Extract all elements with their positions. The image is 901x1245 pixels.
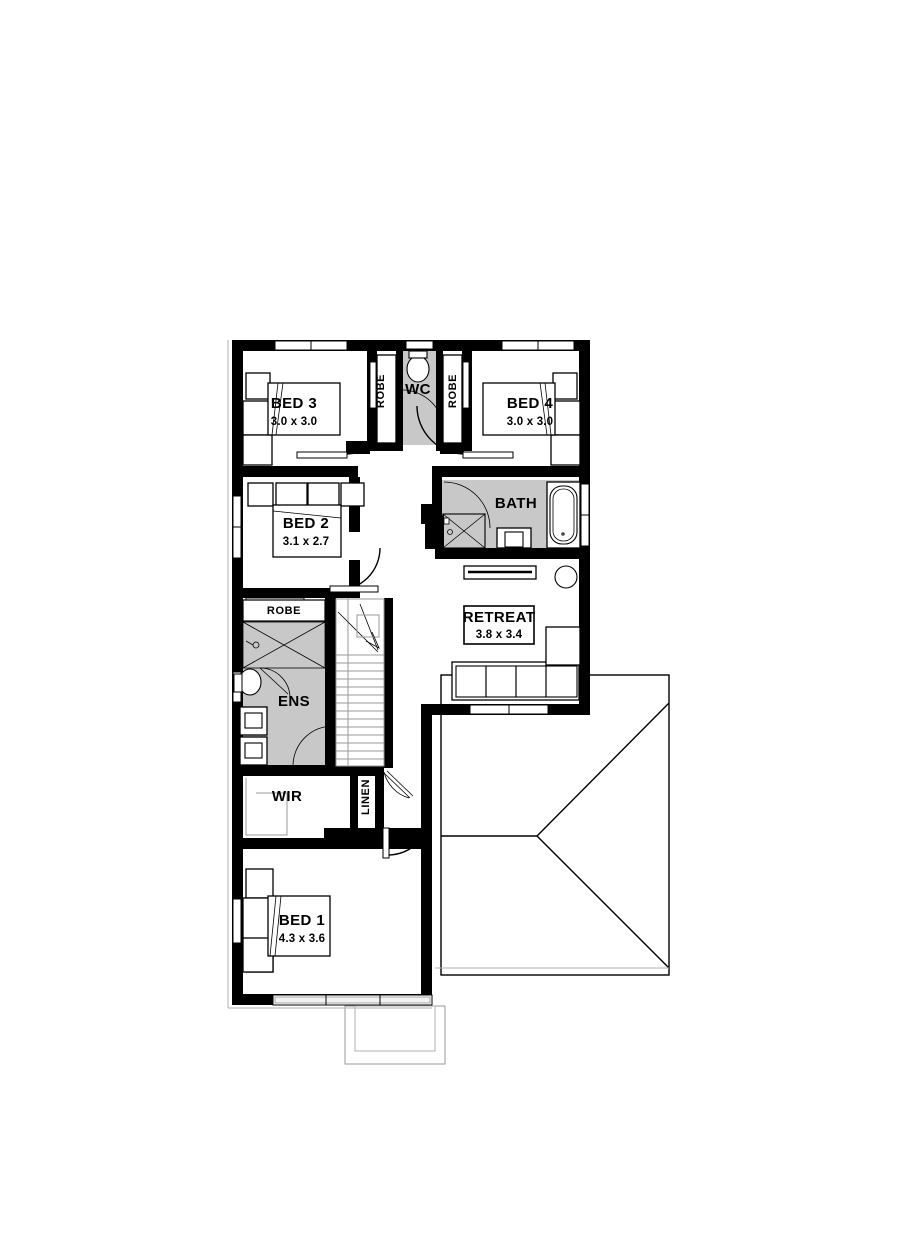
bed4-furniture [482,372,581,466]
bed3-label: BED 3 [271,395,317,412]
retreat-label-box [463,605,535,645]
bath-fixtures [442,481,581,549]
bed1-furniture [242,868,331,973]
bed1-dimensions: 4.3 x 3.6 [279,933,326,945]
robe-ens-box [242,599,326,622]
wc-label: WC [405,381,431,398]
retreat-side-table [545,626,581,666]
bed2-bed [272,504,342,558]
bed2-label: BED 2 [283,515,329,532]
robe-ens-label: ROBE [267,605,301,617]
retreat-furniture [451,565,581,701]
staircase [335,598,385,767]
robe-wc-right-label: ROBE [447,374,459,408]
portico-roof [344,1005,446,1065]
robe-wc-left-label: ROBE [375,374,387,408]
retreat-dimensions: 3.8 x 3.4 [476,629,523,641]
bed2-dimensions: 3.1 x 2.7 [283,536,330,548]
bath-label: BATH [495,495,537,512]
robe-closets [369,354,470,444]
bed3-bed [267,382,341,436]
ens-label: ENS [278,693,310,710]
wc-toilet-fixture [406,350,430,383]
bed4-label: BED 4 [507,395,553,412]
outline-hairlines [227,340,669,1009]
bed3-furniture [242,372,341,466]
wir-shelving [245,778,288,836]
ens-fixtures [233,621,326,766]
wir-label: WIR [272,788,302,805]
bed2-furniture [247,482,365,558]
bed4-dimensions: 3.0 x 3.0 [507,416,554,428]
bed1-label: BED 1 [279,912,325,929]
bed4-bed [482,382,556,436]
bed3-dimensions: 3.0 x 3.0 [271,416,318,428]
retreat-label: RETREAT [463,609,536,626]
linen-label: LINEN [360,779,372,815]
